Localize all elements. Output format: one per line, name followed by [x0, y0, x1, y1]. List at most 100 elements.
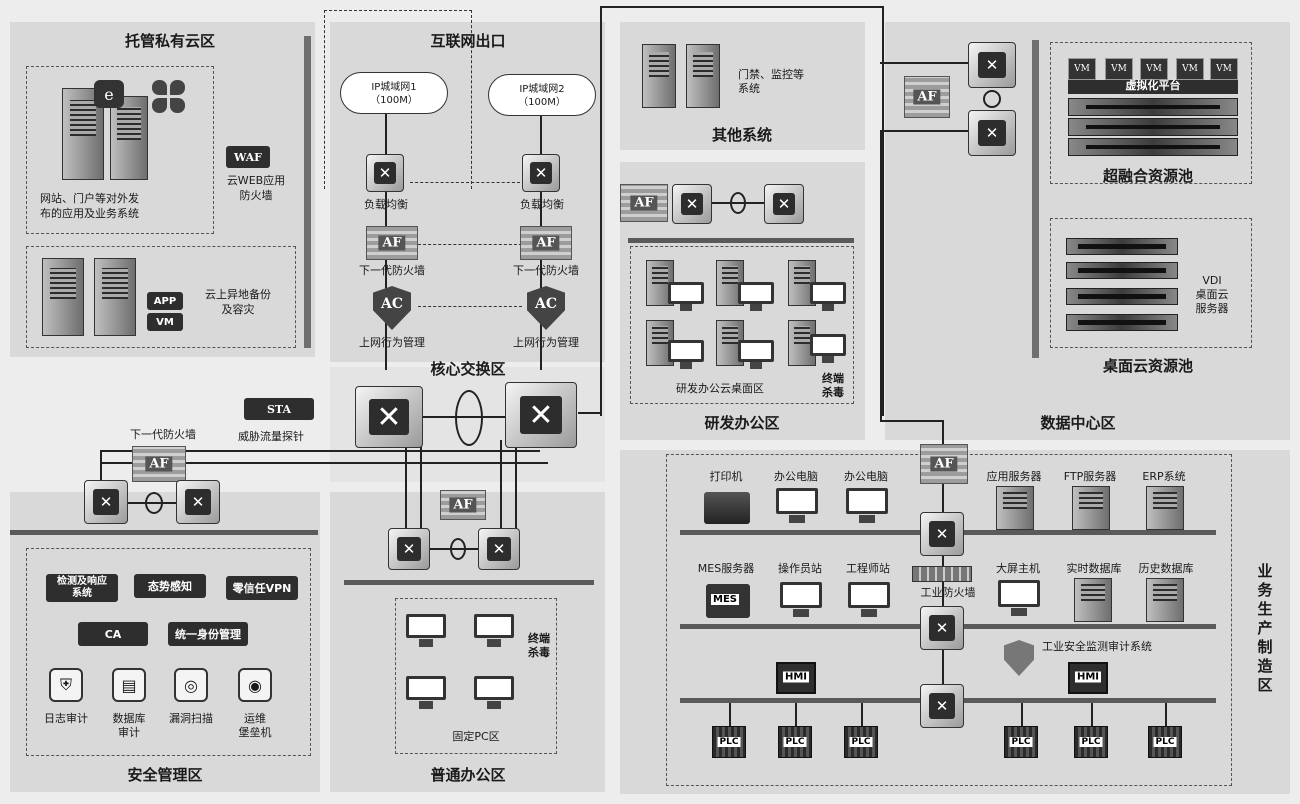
- label-erp: ERP系统: [1142, 470, 1186, 483]
- isp2-name: IP城域网2: [519, 84, 565, 95]
- plc-2: PLC: [778, 726, 812, 758]
- core-link: [423, 416, 505, 418]
- label-sec-ngfw: 下一代防火墙: [130, 428, 196, 441]
- link-cloud-internet: [324, 10, 472, 189]
- label-lb-1: 负载均衡: [364, 198, 408, 211]
- label-access-2: 系统: [738, 82, 760, 95]
- link-core-datacenter-2: [578, 412, 602, 414]
- label-bastion-2: 堡垒机: [238, 726, 272, 739]
- situation-box: 态势感知: [134, 574, 206, 598]
- label-access-1: 门禁、监控等: [738, 68, 804, 81]
- core-switch-1: [355, 386, 423, 448]
- title-data-center: 数据中心区: [1040, 414, 1116, 432]
- link-core-office-v2: [420, 440, 422, 530]
- rd-bus: [628, 238, 854, 243]
- prod-switch-3: [920, 684, 964, 728]
- isp1-name: IP城域网1: [371, 82, 417, 93]
- label-ac-1: 上网行为管理: [359, 336, 425, 349]
- industrial-fw-device: [912, 566, 972, 582]
- area-hci: [1050, 42, 1252, 184]
- isp-cloud-2: IP城域网2 （100M）: [488, 74, 596, 116]
- label-virt-platform: 虚拟化平台: [1125, 79, 1181, 92]
- mes-tag: MES: [711, 594, 739, 605]
- label-big-screen: 大屏主机: [996, 562, 1040, 575]
- area-web-apps: [26, 66, 214, 234]
- app-box: APP: [147, 292, 183, 310]
- web-server-1: [62, 88, 104, 180]
- label-vuln-scan: 漏洞扫描: [169, 712, 213, 725]
- bastion-icon: ◉: [238, 668, 272, 702]
- ngfw-2: AF: [520, 226, 572, 260]
- area-rd-desktops: [630, 246, 854, 404]
- rd-monitor-1: [668, 282, 704, 312]
- plc-4: PLC: [1004, 726, 1038, 758]
- label-waf-1: 云WEB应用: [226, 174, 286, 187]
- sec-switch-2: [176, 480, 220, 524]
- prod-switch-2: [920, 606, 964, 650]
- label-operator: 操作员站: [778, 562, 822, 575]
- db-audit-icon: ▤: [112, 668, 146, 702]
- plc-5: PLC: [1074, 726, 1108, 758]
- detect-2: 系统: [72, 588, 92, 599]
- load-balancer-1: [366, 154, 404, 192]
- app-server: [996, 486, 1034, 530]
- link-core-office-v3: [500, 440, 502, 530]
- rd-monitor-6: [810, 334, 846, 364]
- ngfw-1: AF: [366, 226, 418, 260]
- access-server-2: [686, 44, 720, 108]
- label-office-av-2: 杀毒: [528, 646, 550, 659]
- vdi-server-4: [1066, 314, 1178, 331]
- label-rd-cloud-desktop: 研发办公云桌面区: [676, 382, 764, 395]
- plc-drop-6: [1165, 703, 1167, 727]
- dc-switch-2: [968, 110, 1016, 156]
- title-security-mgmt: 安全管理区: [127, 766, 203, 784]
- label-engineer: 工程师站: [846, 562, 890, 575]
- isp2-bw: （100M）: [518, 97, 566, 108]
- isp1-bw: （100M）: [370, 95, 418, 106]
- zero-trust-box: 零信任VPN: [226, 576, 298, 600]
- plc-label: PLC: [717, 737, 741, 747]
- realtime-db-server: [1074, 578, 1112, 622]
- label-rd-av-2: 杀毒: [822, 386, 844, 399]
- link-dc-prod-v: [880, 130, 882, 422]
- rd-monitor-5: [738, 340, 774, 370]
- title-internet-exit: 互联网出口: [430, 32, 506, 50]
- af-label: AF: [930, 456, 958, 472]
- label-office-pc-2: 办公电脑: [844, 470, 888, 483]
- link-core-security-v: [100, 450, 102, 484]
- rd-af: AF: [620, 184, 668, 222]
- office-switch-2: [478, 528, 520, 570]
- backup-server-1: [42, 258, 84, 336]
- af-label: AF: [630, 195, 658, 211]
- prod-office-pc-1: [776, 488, 818, 524]
- office-bus: [344, 580, 594, 585]
- link-core-security-2: [100, 462, 548, 464]
- sec-switch-link: [128, 502, 176, 504]
- title-hosted-cloud: 托管私有云区: [124, 32, 216, 50]
- hci-server-2: [1068, 118, 1238, 136]
- link-dc-af-2: [880, 130, 972, 132]
- label-mes: MES服务器: [697, 562, 755, 575]
- office-switch-1: [388, 528, 430, 570]
- rd-monitor-2: [738, 282, 774, 312]
- plc-label: PLC: [849, 737, 873, 747]
- plc-drop-2: [795, 703, 797, 727]
- label-ngfw-1: 下一代防火墙: [359, 264, 425, 277]
- rd-switch-link: [712, 202, 764, 204]
- label-rd-av-1: 终端: [822, 372, 844, 385]
- label-office-av-1: 终端: [528, 632, 550, 645]
- link-af-af: [418, 244, 522, 245]
- plc-drop-5: [1091, 703, 1093, 727]
- big-screen-host: [998, 580, 1040, 618]
- plc-label: PLC: [1153, 737, 1177, 747]
- vdi-server-2: [1066, 262, 1178, 279]
- operator-station: [780, 582, 822, 618]
- hmi-label: HMI: [1074, 671, 1102, 683]
- label-backup-2: 及容灾: [221, 303, 255, 316]
- label-sta: 威胁流量探针: [238, 430, 304, 443]
- title-production: 业务生产制造区: [1257, 562, 1273, 694]
- af-label: AF: [449, 497, 477, 513]
- hmi-2: HMI: [1068, 662, 1108, 694]
- backup-server-2: [94, 258, 136, 336]
- sta-device: STA: [244, 398, 314, 420]
